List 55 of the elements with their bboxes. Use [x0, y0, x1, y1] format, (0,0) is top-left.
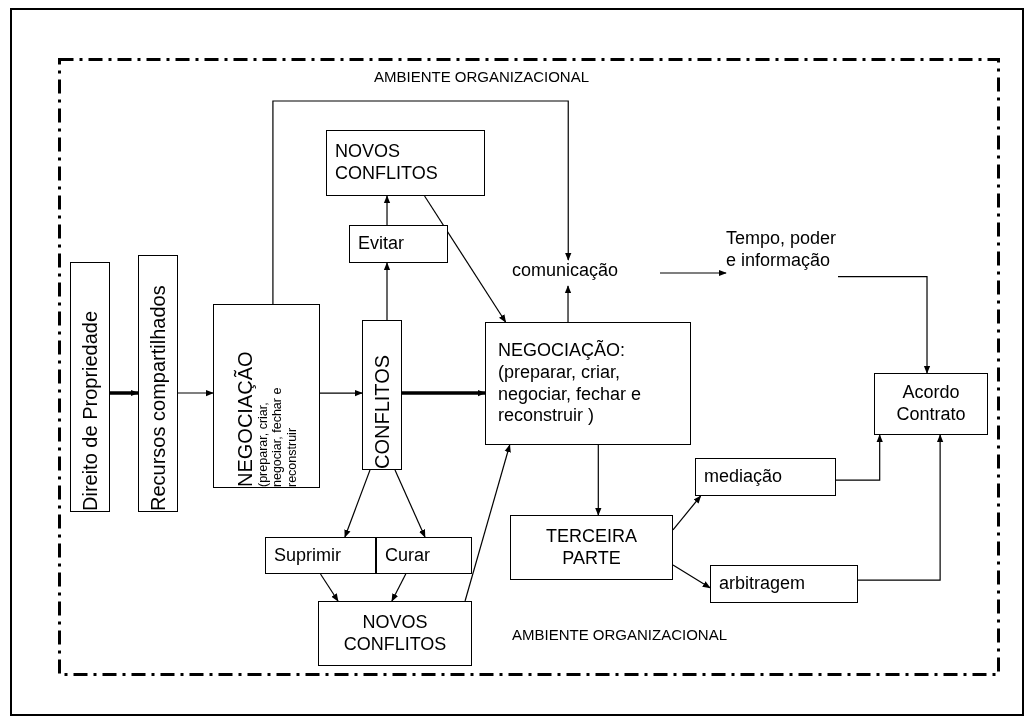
arrow — [391, 573, 407, 602]
arrow — [659, 269, 727, 277]
box-text: Evitar — [358, 233, 404, 255]
box-text: NEGOCIAÇÃO — [233, 351, 256, 487]
arrow — [564, 285, 572, 323]
flow-text: Tempo, poder e informação — [726, 228, 838, 272]
box-text: Acordo Contrato — [895, 382, 967, 426]
frame-label: AMBIENTE ORGANIZACIONAL — [374, 67, 590, 87]
process-box — [376, 537, 472, 574]
arrow — [402, 389, 486, 397]
frame-label: AMBIENTE ORGANIZACIONAL — [512, 625, 728, 645]
process-box — [874, 373, 988, 435]
box-text: Suprimir — [274, 544, 341, 567]
arrow — [110, 389, 139, 397]
process-box — [485, 322, 691, 445]
box-text: NEGOCIAÇÃO: — [498, 340, 626, 362]
vertical-box — [70, 262, 110, 512]
vertical-box — [362, 320, 402, 470]
arrow — [672, 495, 702, 531]
box-text: CONFLITOS — [371, 354, 393, 469]
vertical-box — [213, 304, 320, 488]
arrow — [394, 469, 426, 538]
box-text: Recursos compartilhados — [147, 285, 169, 511]
arrow — [177, 389, 214, 397]
arrow — [383, 262, 391, 321]
arrow — [857, 434, 944, 581]
box-text: TERCEIRA PARTE — [545, 525, 638, 570]
arrow — [319, 573, 339, 602]
arrow — [319, 389, 363, 397]
arrow — [595, 444, 602, 516]
flow-text: comunicação — [512, 260, 620, 282]
arrow — [344, 469, 371, 538]
box-text: mediação — [704, 466, 783, 488]
box-text: Direito de Propriedade — [79, 310, 101, 511]
box-text: Curar — [385, 544, 430, 567]
process-box — [510, 515, 673, 580]
process-box — [326, 130, 485, 196]
vertical-box — [138, 255, 178, 512]
box-text: arbitragem — [719, 573, 806, 595]
arrow — [464, 444, 511, 602]
arrow — [383, 195, 391, 226]
process-box — [695, 458, 836, 496]
arrow — [835, 434, 883, 481]
arrow — [272, 100, 572, 305]
process-box — [349, 225, 448, 263]
box-text: (preparar, criar, negociar, fechar e reconstruir — [255, 387, 300, 487]
box-text: NOVOS CONFLITOS — [342, 611, 448, 656]
process-box — [710, 565, 858, 603]
arrow — [423, 195, 507, 323]
process-box — [318, 601, 472, 666]
process-box — [265, 537, 376, 574]
arrow — [837, 276, 931, 374]
arrow — [672, 564, 711, 589]
box-text: NOVOS CONFLITOS — [335, 141, 439, 185]
box-text: (preparar, criar, negociar, fechar e reconstruir ) — [498, 361, 643, 427]
